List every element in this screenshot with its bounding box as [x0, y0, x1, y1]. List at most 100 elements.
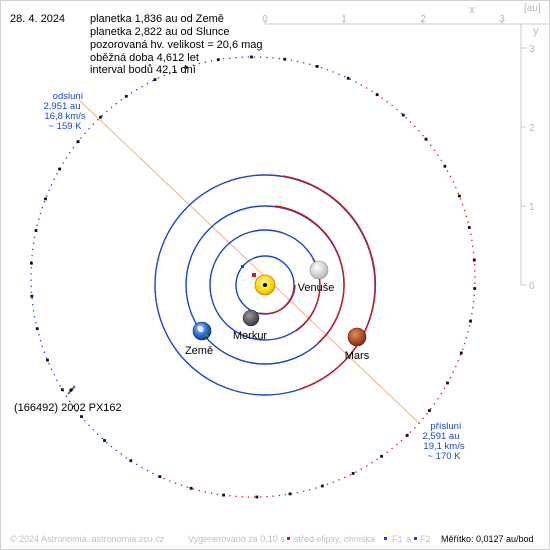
orbit-dot [32, 248, 34, 251]
orbit-dot [400, 439, 403, 442]
orbit-dot [39, 339, 42, 342]
orbit-dot [471, 239, 473, 242]
orbit-dot [409, 121, 412, 123]
orbit-dot [32, 242, 35, 245]
y-tick-label: 2 [529, 123, 535, 134]
orbit-dot [253, 496, 256, 498]
interval-point [424, 137, 428, 141]
orbit-dot [461, 203, 464, 206]
orbit-dot [471, 312, 473, 315]
x-tick-label: 1 [341, 14, 347, 25]
orbit-dot [343, 75, 346, 78]
orbit-dot [474, 270, 476, 272]
orbit-dot [463, 209, 466, 212]
orbit-dot [163, 74, 165, 77]
generated-text: Vygenerováno za 0,10 s [188, 534, 285, 544]
orbit-dot [278, 57, 281, 60]
orbit-dot [457, 360, 459, 362]
y-axis: 3 2 1 0 y [au] [520, 3, 541, 292]
asteroid-name-label: (166492) 2002 PX162 [14, 402, 122, 414]
orbit-dot [135, 463, 138, 466]
orbit-dot [125, 456, 128, 459]
interval-point [158, 475, 162, 479]
orbit-dot [386, 451, 388, 453]
interval-point [222, 493, 225, 497]
orbit-dot [76, 410, 78, 412]
orbit-dot [152, 472, 154, 475]
asteroid-marker [67, 385, 76, 395]
aphelion-annotation: odsluní 2,951 au 16,8 km/s ~ 159 K [44, 91, 86, 132]
orbit-dot [198, 62, 201, 65]
earth-planet [192, 321, 212, 341]
y-tick-label: 3 [529, 44, 535, 55]
interval-point [458, 194, 461, 198]
orbit-dot [146, 469, 149, 472]
orbit-dot [461, 348, 464, 351]
orbit-dot [418, 130, 420, 132]
orbit-dot [452, 181, 454, 183]
orbit-dot [84, 132, 86, 134]
orbit-dot [45, 195, 48, 197]
orbit-dot [272, 57, 274, 59]
orbit-dot [174, 70, 177, 72]
orbit-dot [120, 453, 123, 455]
orbit-dot [455, 365, 457, 368]
f2-legend-text: F2 [420, 534, 431, 544]
interval-point [124, 94, 128, 98]
interval-point [473, 287, 477, 290]
orbit-dot [343, 476, 346, 479]
interval-point [288, 492, 292, 496]
orbit-dot [338, 73, 340, 75]
orbit-dot [474, 276, 476, 278]
venus-label: Venuše [298, 282, 335, 294]
orbit-dot [437, 397, 439, 400]
orbit-dot [141, 466, 143, 469]
f1-legend-marker [384, 537, 387, 540]
orbit-dot [62, 162, 64, 164]
orbit-dot [446, 170, 449, 172]
orbit-dot [30, 279, 32, 281]
asteroid-orbit-points [30, 55, 477, 499]
orbit-dot [266, 56, 268, 59]
orbit-dot [210, 492, 213, 494]
orbit-dot [472, 245, 474, 248]
orbit-dot [120, 99, 123, 101]
axis-unit-label: [au] [524, 3, 541, 14]
orbit-dot [430, 408, 432, 410]
orbit-dot [391, 447, 393, 450]
orbit-dot [88, 424, 90, 427]
interval-point [184, 65, 188, 69]
orbit-dot [459, 354, 462, 356]
orbit-dot [92, 429, 95, 431]
orbit-dot [146, 82, 149, 85]
x-tick-label: 3 [499, 14, 505, 25]
orbit-dot [53, 178, 55, 180]
orbit-dot [32, 303, 34, 306]
orbit-dot [92, 123, 95, 125]
orbit-dot [96, 433, 99, 435]
orbit-dot [30, 291, 33, 294]
orbit-dot [229, 495, 231, 497]
x-axis-label: x [469, 4, 475, 16]
orbit-dot [253, 56, 256, 58]
orbit-dot [433, 149, 436, 151]
orbit-dot [302, 62, 305, 64]
interval-point [250, 55, 253, 59]
orbit-dot [355, 471, 357, 473]
orbit-dot [163, 477, 165, 480]
orbit-dot [53, 374, 55, 376]
orbit-dot [180, 67, 183, 70]
interval-point [380, 454, 383, 458]
interval-point [351, 472, 355, 475]
orbit-dot [308, 488, 311, 491]
interval-point [346, 76, 350, 80]
scale-text: Měřítko: 0,0127 au/bod [441, 534, 534, 544]
perihelion-temperature: ~ 170 K [427, 451, 461, 462]
orbit-dot [88, 127, 90, 130]
orbit-dot [371, 90, 373, 92]
orbit-dot [467, 330, 469, 333]
orbit-dot [50, 183, 53, 186]
orbit-dot [452, 371, 454, 373]
